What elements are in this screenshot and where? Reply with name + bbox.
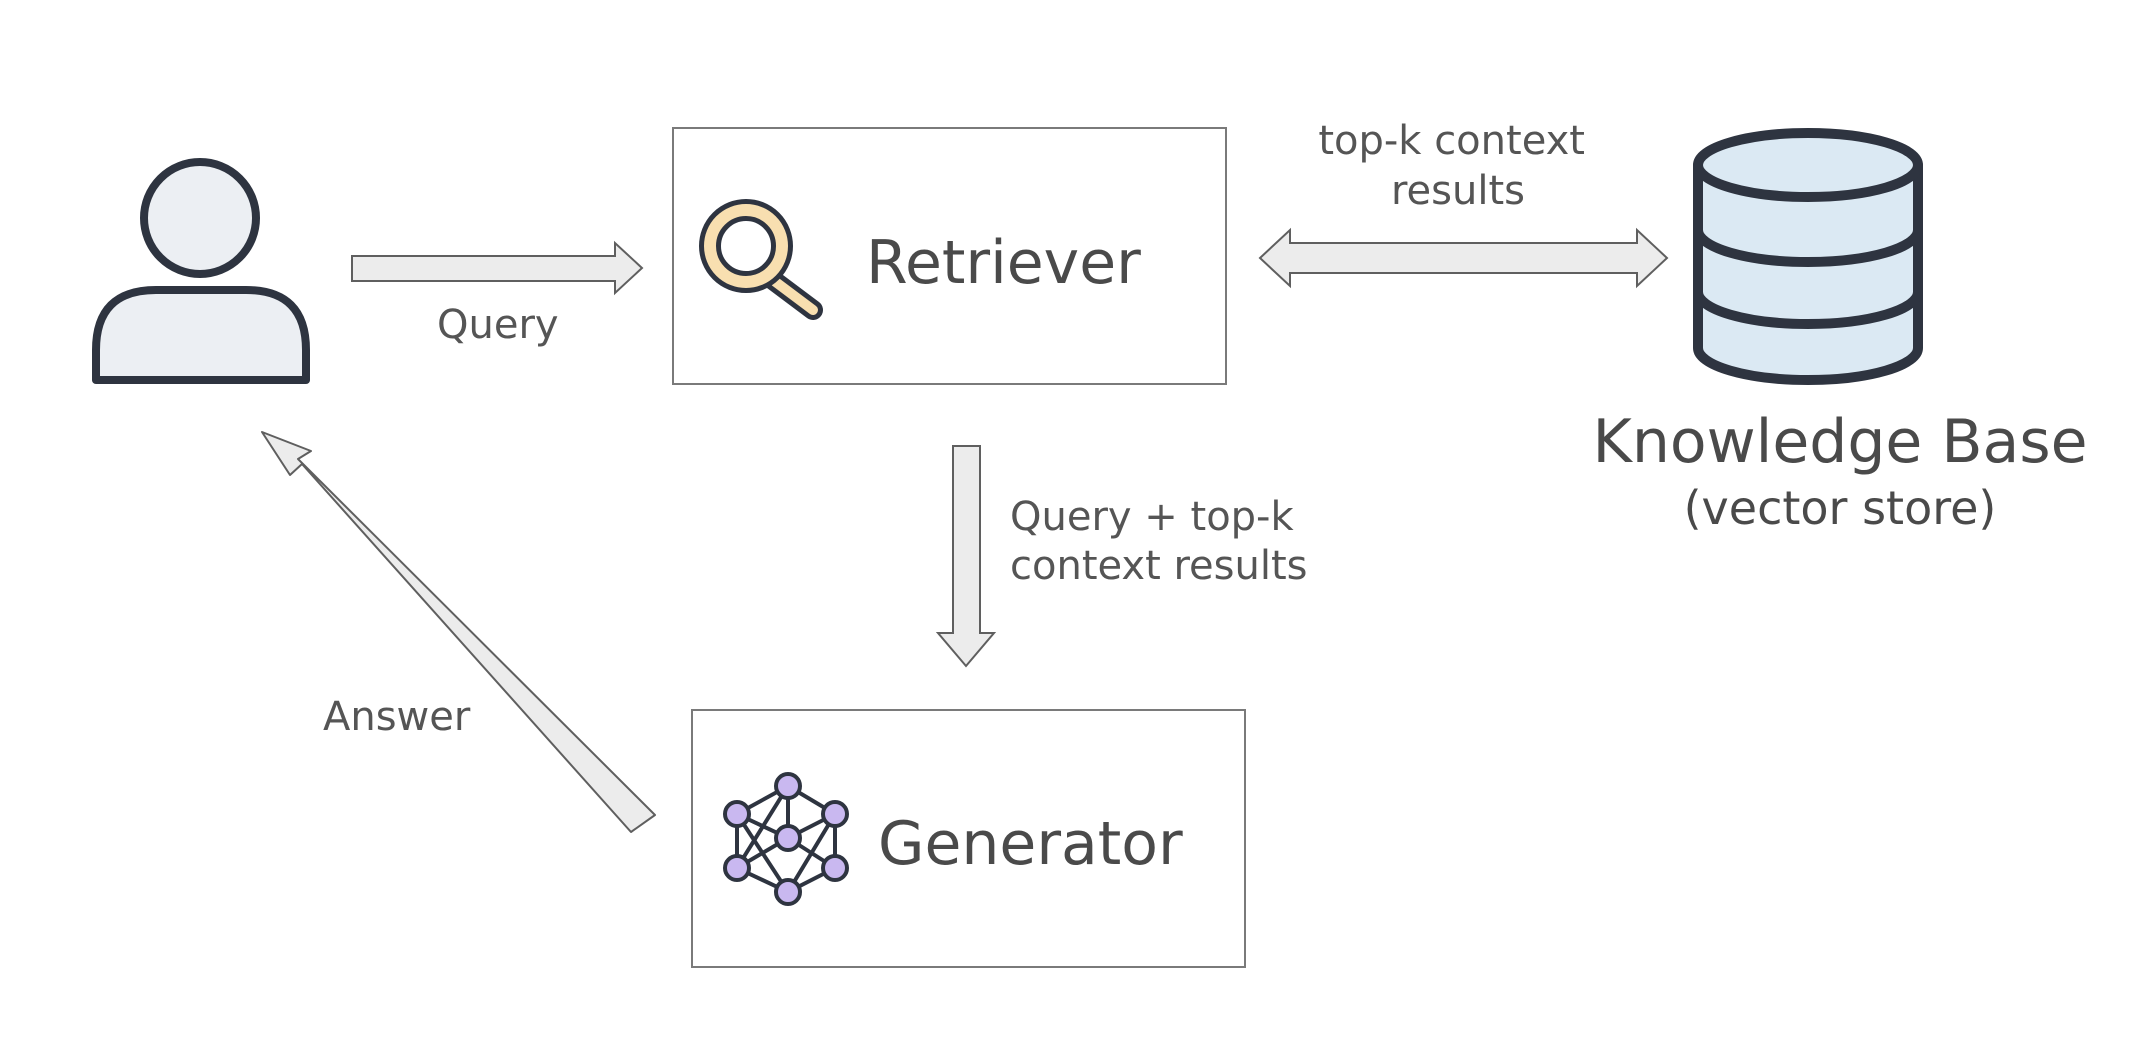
generator-label: Generator — [878, 809, 1183, 879]
knowledge-base-subtitle: (vector store) — [1684, 481, 1997, 535]
context-arrow — [1258, 227, 1669, 289]
retriever-to-generator-arrow — [935, 445, 997, 668]
neural-network-icon — [723, 772, 849, 906]
generator-box: Generator — [691, 709, 1246, 968]
user-icon — [92, 158, 310, 384]
retriever-label: Retriever — [866, 228, 1141, 298]
query-arrow — [351, 240, 644, 296]
answer-label: Answer — [323, 694, 471, 740]
retriever-box: Retriever — [672, 127, 1227, 385]
knowledge-base-title: Knowledge Base — [1593, 407, 2088, 477]
answer-arrow — [261, 431, 656, 833]
magnifier-icon — [699, 199, 823, 320]
retriever-to-generator-label: Query + top-k context results — [1010, 494, 1307, 589]
query-label: Query — [437, 302, 559, 348]
context-label: top-k context results — [1318, 118, 1597, 214]
database-icon — [1693, 128, 1923, 385]
